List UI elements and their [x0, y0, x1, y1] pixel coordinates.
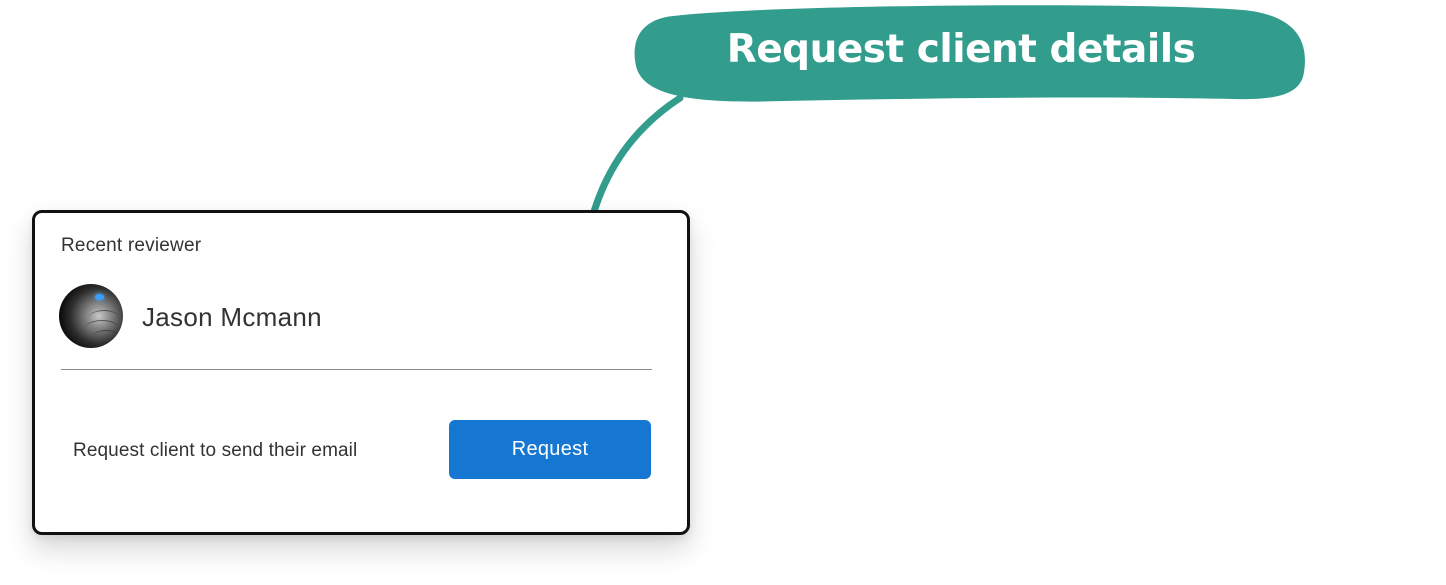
request-description: Request client to send their email [73, 440, 358, 461]
recent-reviewer-card: Recent reviewer Jason Mcmann Request cli… [32, 210, 690, 535]
avatar-texture [85, 320, 119, 337]
card-heading: Recent reviewer [61, 235, 202, 256]
divider [61, 369, 652, 370]
reviewer-name: Jason Mcmann [142, 302, 322, 332]
callout-banner: Request client details [633, 0, 1308, 104]
callout-shape [634, 5, 1305, 102]
avatar-texture [93, 330, 119, 343]
avatar-eye [95, 294, 104, 300]
avatar-texture [89, 310, 119, 325]
callout-title: Request client details [726, 27, 1196, 72]
request-button[interactable]: Request [449, 420, 651, 479]
avatar [59, 284, 123, 348]
